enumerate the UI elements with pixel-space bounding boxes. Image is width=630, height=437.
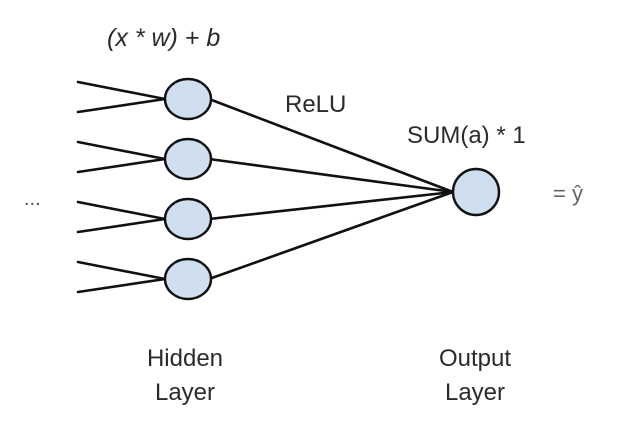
output-neuron: [451, 167, 501, 217]
input-edge: [76, 140, 167, 161]
prediction-label: = ŷ: [553, 181, 583, 206]
input-edge: [76, 157, 167, 174]
hidden-layer-label-line1: Hidden: [146, 345, 224, 372]
hidden-neuron-3: [163, 197, 213, 241]
input-edge: [76, 260, 167, 281]
output-formula-label: SUM(a) * 1: [407, 122, 526, 149]
output-layer-label-line1: Output: [438, 345, 512, 372]
hidden-output-edge: [207, 190, 455, 221]
activation-label: ReLU: [285, 91, 347, 118]
input-ellipsis: ...: [24, 188, 41, 210]
hidden-output-edge: [207, 190, 455, 281]
input-edge: [76, 97, 167, 114]
output-layer-label-line2: Layer: [444, 379, 506, 406]
input-edge: [76, 217, 167, 234]
input-edge: [76, 200, 167, 221]
output-layer-label: Output Layer: [415, 342, 535, 410]
input-edge: [76, 277, 167, 294]
hidden-layer-label-line2: Layer: [154, 379, 216, 406]
neuron-formula-label: (x * w) + b: [107, 24, 221, 52]
input-edge: [76, 80, 167, 101]
hidden-output-edge: [207, 97, 455, 194]
nodes: [163, 77, 501, 301]
hidden-neuron-4: [163, 257, 213, 301]
hidden-neuron-1: [163, 77, 213, 121]
hidden-neuron-2: [163, 137, 213, 181]
hidden-layer-label: Hidden Layer: [125, 342, 245, 410]
hidden-output-edge: [207, 157, 455, 194]
edges: [76, 80, 455, 294]
